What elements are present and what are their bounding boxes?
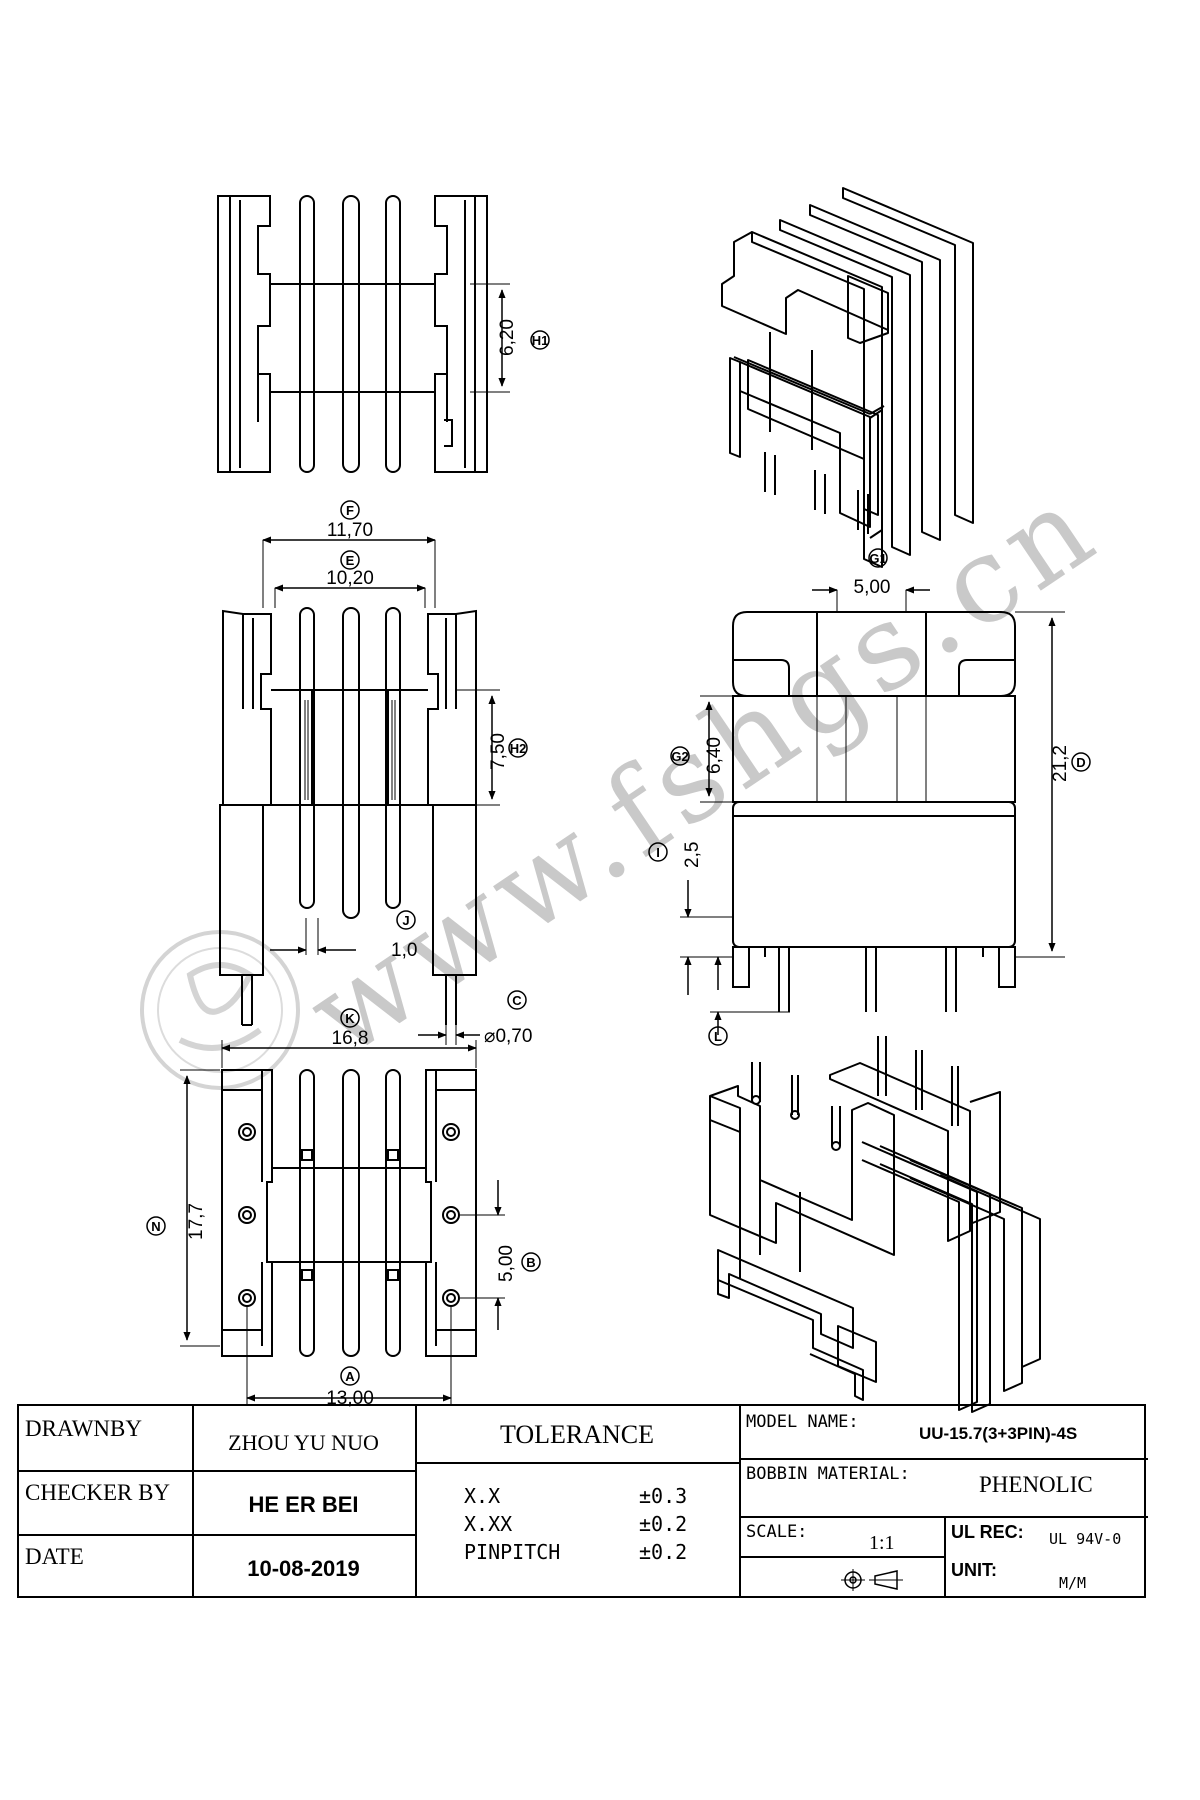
dim-k-marker: K	[340, 1008, 360, 1028]
dim-i-value: 2,5	[682, 842, 703, 868]
dim-g2-value: 6,40	[704, 737, 725, 774]
date-value: 10-08-2019	[247, 1556, 360, 1581]
dim-c-marker: C	[507, 990, 527, 1010]
svg-text:E: E	[346, 553, 355, 568]
dim-e-marker: E	[340, 550, 360, 570]
dim-j-value: 1,0	[391, 940, 417, 961]
dim-n-value: 17,7	[186, 1203, 207, 1240]
dim-j-marker: J	[396, 910, 416, 930]
dim-f-value: 11,70	[327, 520, 373, 541]
svg-text:I: I	[656, 845, 660, 860]
projection-symbol-icon	[841, 1569, 903, 1591]
dim-l-marker: L	[708, 1026, 728, 1046]
dim-b-marker: B	[521, 1252, 541, 1272]
svg-text:H1: H1	[532, 333, 549, 348]
svg-text:B: B	[526, 1255, 535, 1270]
tolerance-xxx-value: ±0.2	[639, 1512, 688, 1536]
svg-text:G1: G1	[869, 551, 886, 566]
watermark-text: www.fshgs.cn	[283, 455, 1122, 1083]
tolerance-pinpitch-value: ±0.2	[639, 1540, 688, 1564]
title-block: DRAWNBY ZHOU YU NUO CHECKER BY HE ER BEI…	[17, 1404, 1148, 1598]
dim-n-marker: N	[146, 1216, 166, 1236]
ul-rec-value: UL 94V-0	[1049, 1530, 1122, 1548]
svg-text:J: J	[402, 913, 409, 928]
tolerance-xx-label: X.X	[464, 1484, 501, 1508]
dim-a-marker: A	[340, 1366, 360, 1386]
scale-label: SCALE:	[746, 1522, 808, 1542]
dim-e-value: 10,20	[326, 568, 374, 589]
checker-value: HE ER BEI	[248, 1492, 359, 1517]
dim-a-value: 13,00	[326, 1388, 374, 1409]
svg-text:C: C	[512, 993, 522, 1008]
dim-b-value: 5,00	[496, 1245, 517, 1282]
view-side	[680, 586, 1065, 1035]
dim-f-marker: F	[340, 500, 360, 520]
view-front	[219, 536, 500, 1045]
svg-text:H2: H2	[510, 741, 527, 756]
scale-value: 1:1	[869, 1532, 895, 1554]
svg-text:L: L	[714, 1029, 722, 1044]
view-bottom	[180, 1040, 505, 1405]
model-name-label: MODEL NAME:	[746, 1412, 859, 1432]
tolerance-title: TOLERANCE	[499, 1420, 655, 1449]
svg-text:N: N	[151, 1219, 160, 1234]
checker-label: CHECKER BY	[25, 1480, 171, 1505]
svg-text:D: D	[1076, 755, 1085, 770]
dim-h2-value: 7,50	[488, 733, 509, 770]
svg-text:A: A	[345, 1369, 355, 1384]
unit-label: UNIT:	[951, 1560, 997, 1580]
model-name-value: UU-15.7(3+3PIN)-4S	[919, 1424, 1078, 1443]
drawnby-value: ZHOU YU NUO	[228, 1430, 379, 1455]
unit-value: M/M	[1059, 1574, 1087, 1592]
dim-c-value: ⌀0,70	[484, 1026, 532, 1047]
svg-text:F: F	[346, 503, 354, 518]
dim-h2-marker: H2	[508, 738, 528, 758]
bobbin-material-value: PHENOLIC	[979, 1472, 1093, 1497]
dim-i-marker: I	[648, 842, 668, 862]
dim-h1-value: 6,20	[497, 319, 518, 356]
view-top	[217, 195, 510, 473]
tolerance-xxx-label: X.XX	[464, 1512, 513, 1536]
svg-text:G2: G2	[671, 749, 688, 764]
dim-k-value: 16,8	[332, 1028, 369, 1049]
drawnby-label: DRAWNBY	[25, 1416, 142, 1441]
watermark: www.fshgs.cn	[140, 455, 1122, 1090]
tolerance-pinpitch-label: PINPITCH	[464, 1540, 561, 1564]
bobbin-material-label: BOBBIN MATERIAL:	[746, 1464, 910, 1484]
view-isometric-top	[721, 187, 974, 568]
svg-text:K: K	[345, 1011, 355, 1026]
date-label: DATE	[25, 1544, 84, 1569]
view-isometric-bottom	[709, 1036, 1041, 1413]
dim-g2-marker: G2	[670, 746, 690, 766]
dim-d-value: 21,2	[1050, 745, 1071, 782]
dim-h1-marker: H1	[530, 330, 550, 350]
tolerance-xx-value: ±0.3	[639, 1484, 688, 1508]
dim-g1-marker: G1	[868, 548, 888, 568]
dim-g1-value: 5,00	[854, 577, 891, 598]
dim-d-marker: D	[1071, 752, 1091, 772]
ul-rec-label: UL REC:	[951, 1522, 1024, 1542]
